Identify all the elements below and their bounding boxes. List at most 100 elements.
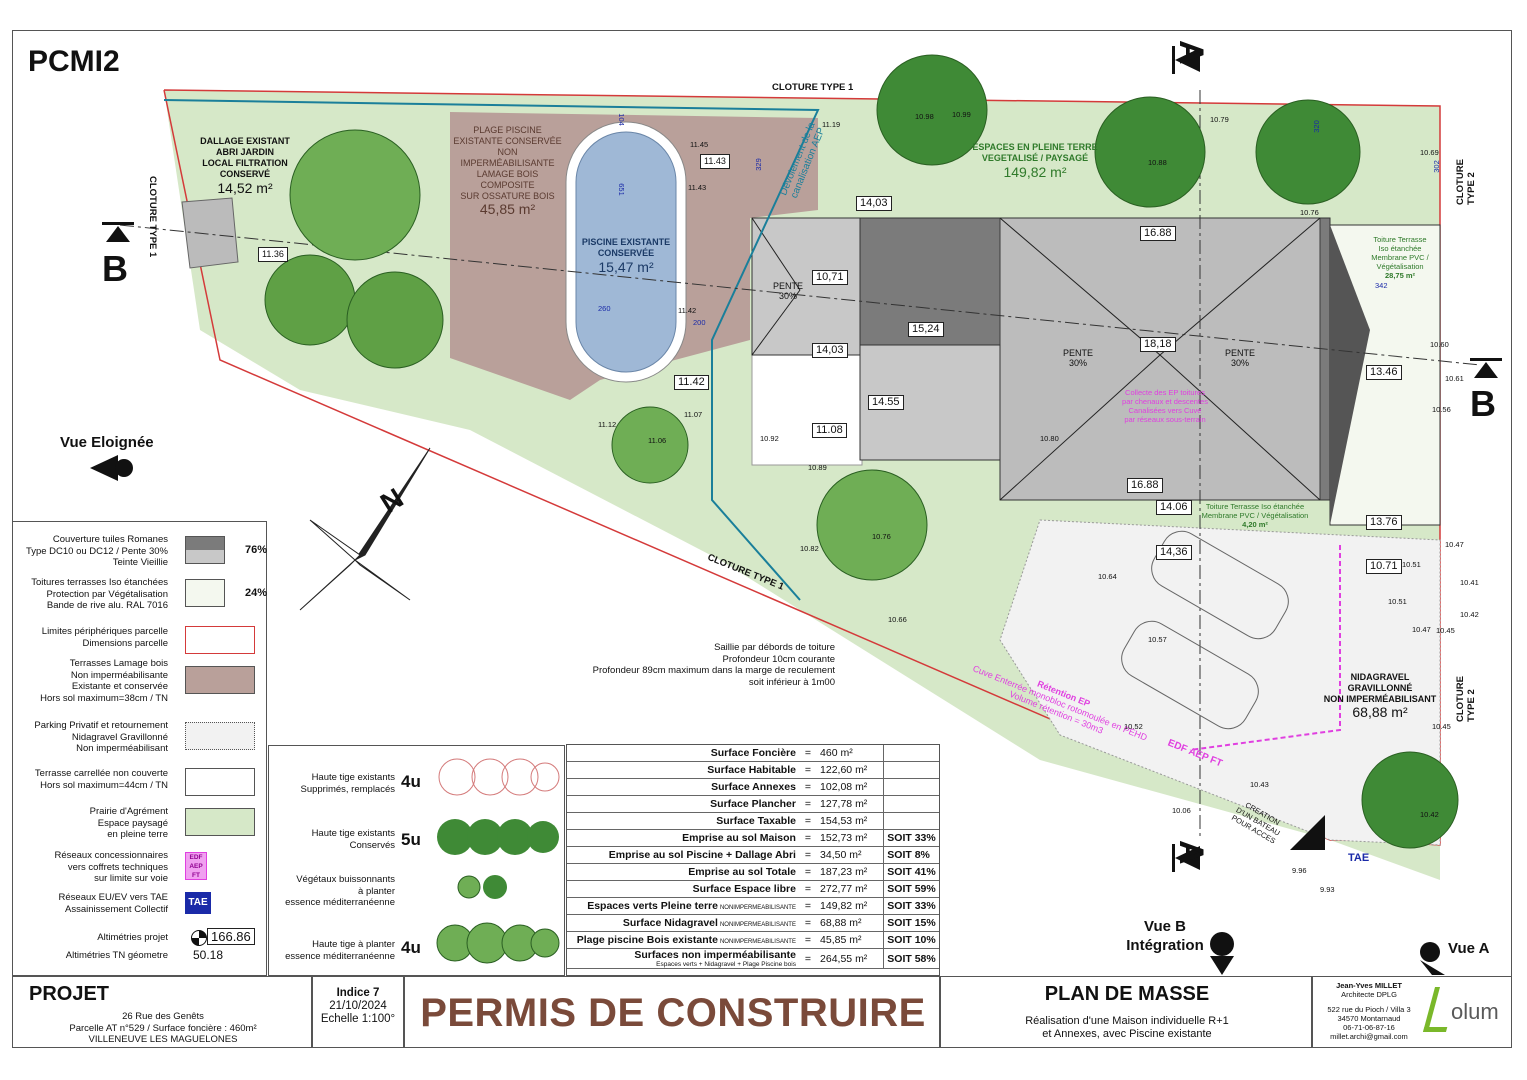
- altitude-tn: 10.47: [1412, 625, 1431, 634]
- surface-row: Surface Foncière=460 m²: [567, 745, 939, 762]
- tree: [1094, 96, 1206, 208]
- altitude-tn: 10.57: [1148, 635, 1167, 644]
- permit-title: PERMIS DE CONSTRUIRE: [420, 991, 926, 1035]
- pool-area: 15,47 m²: [598, 259, 654, 275]
- altitude-tn: 10.79: [1210, 115, 1229, 124]
- view-b-label: Vue B: [1144, 918, 1186, 935]
- altitude-project: 16.88: [1140, 226, 1176, 241]
- tree: [1361, 751, 1459, 849]
- shrub-icon: [457, 875, 507, 899]
- altitude-tn: 10.51: [1388, 597, 1407, 606]
- dimension-label: 342: [1375, 281, 1388, 290]
- tree: [264, 254, 356, 346]
- abri-slab: [181, 197, 239, 269]
- dimension-label: 104: [616, 113, 626, 126]
- surface-percent: [883, 745, 939, 762]
- surface-value: 127,78 m²: [817, 795, 884, 813]
- surface-value: 122,60 m²: [817, 761, 884, 779]
- legend-swatch: [185, 722, 255, 750]
- green-space-area: 149,82 m²: [1003, 164, 1067, 180]
- altitude-tn: 10.82: [800, 544, 819, 553]
- surface-value: 34,50 m²: [817, 846, 884, 864]
- altitude-tn: 10.76: [872, 532, 891, 541]
- sheet-code: PCMI2: [28, 45, 120, 78]
- surface-note: NONIMPERMEABILISANTE: [719, 939, 796, 945]
- altitude-tn: 9.96: [1292, 866, 1307, 875]
- surface-value: 264,55 m²: [817, 948, 884, 969]
- altitude-project: 11.42: [674, 375, 709, 390]
- altitude-project: 10.71: [1366, 559, 1402, 574]
- altitude-project: 13.46: [1366, 365, 1402, 380]
- altitude-tn: 11.06: [648, 436, 667, 445]
- eye-far-icon: [90, 455, 133, 481]
- car-2: [1121, 620, 1259, 730]
- altitude-project: 18,18: [1140, 337, 1176, 352]
- altitude-tn: 11.07: [684, 410, 703, 419]
- altitude-tn: 10.52: [1124, 722, 1143, 731]
- surface-label: Surface Habitable: [567, 761, 799, 779]
- surface-percent: [883, 795, 939, 813]
- altitude-tn: 10.51: [1402, 560, 1421, 569]
- tree: [816, 469, 928, 581]
- fence-left-label: CLOTURE TYPE 1: [147, 176, 158, 258]
- altitude-project: 14.06: [1156, 500, 1192, 515]
- altitude-tn: 10.56: [1432, 405, 1451, 414]
- surface-percent: SOIT 33%: [883, 897, 939, 915]
- dimension-label: 302: [1431, 160, 1441, 173]
- surface-value: 102,08 m²: [817, 778, 884, 796]
- view-b-sub: Intégration: [1126, 937, 1204, 954]
- veg-planted-count: 4u: [401, 938, 421, 957]
- altitude-project: 15,24: [908, 322, 944, 337]
- altitude-project: 11.43: [700, 154, 730, 169]
- tree: [346, 271, 444, 369]
- surface-note: NONIMPERMEABILISANTE: [719, 905, 796, 911]
- surface-value: 149,82 m²: [817, 897, 884, 915]
- deck-area: 45,85 m²: [479, 201, 536, 217]
- altitude-tn: 10.66: [888, 615, 907, 624]
- surface-label: Emprise au sol Piscine + Dallage Abri: [567, 846, 799, 864]
- tree: [289, 129, 421, 261]
- dimension-label: 329: [753, 158, 763, 171]
- altitude-tn: 10.80: [1040, 434, 1059, 443]
- altitude-project: 11.36: [258, 247, 288, 262]
- tree: [1255, 99, 1361, 205]
- section-b-right-label: B: [1470, 383, 1496, 424]
- section-b-left-label: B: [102, 248, 128, 289]
- surface-label: Surface Plancher: [567, 795, 799, 813]
- tae-box-icon: TAE: [185, 892, 211, 914]
- tree-removed-icon: [438, 758, 560, 796]
- surface-percent: [883, 812, 939, 830]
- surface-percent: SOIT 59%: [883, 880, 939, 898]
- altitude-tn: 10.43: [1250, 780, 1269, 789]
- surface-value: 187,23 m²: [817, 863, 884, 881]
- dimension-label: 320: [1311, 120, 1321, 133]
- fence-right-bottom-label: CLOTURE TYPE 2: [1455, 676, 1477, 722]
- altitude-tn: 10.92: [760, 434, 779, 443]
- dimension-label: 651: [616, 183, 626, 196]
- surface-value: 68,88 m²: [817, 914, 884, 932]
- pool-water: [575, 131, 677, 373]
- altitude-tn: 11.43: [688, 183, 707, 192]
- surface-label: Surface Foncière: [567, 745, 799, 762]
- legend-swatch: [185, 808, 255, 836]
- roof-ridges: [751, 217, 1321, 501]
- surface-value: 154,53 m²: [817, 812, 884, 830]
- altitude-tn: 10.42: [1420, 810, 1439, 819]
- altitude-tn: 10.88: [1148, 158, 1167, 167]
- surface-value: 460 m²: [817, 745, 884, 762]
- tiled-terrace: [751, 354, 863, 466]
